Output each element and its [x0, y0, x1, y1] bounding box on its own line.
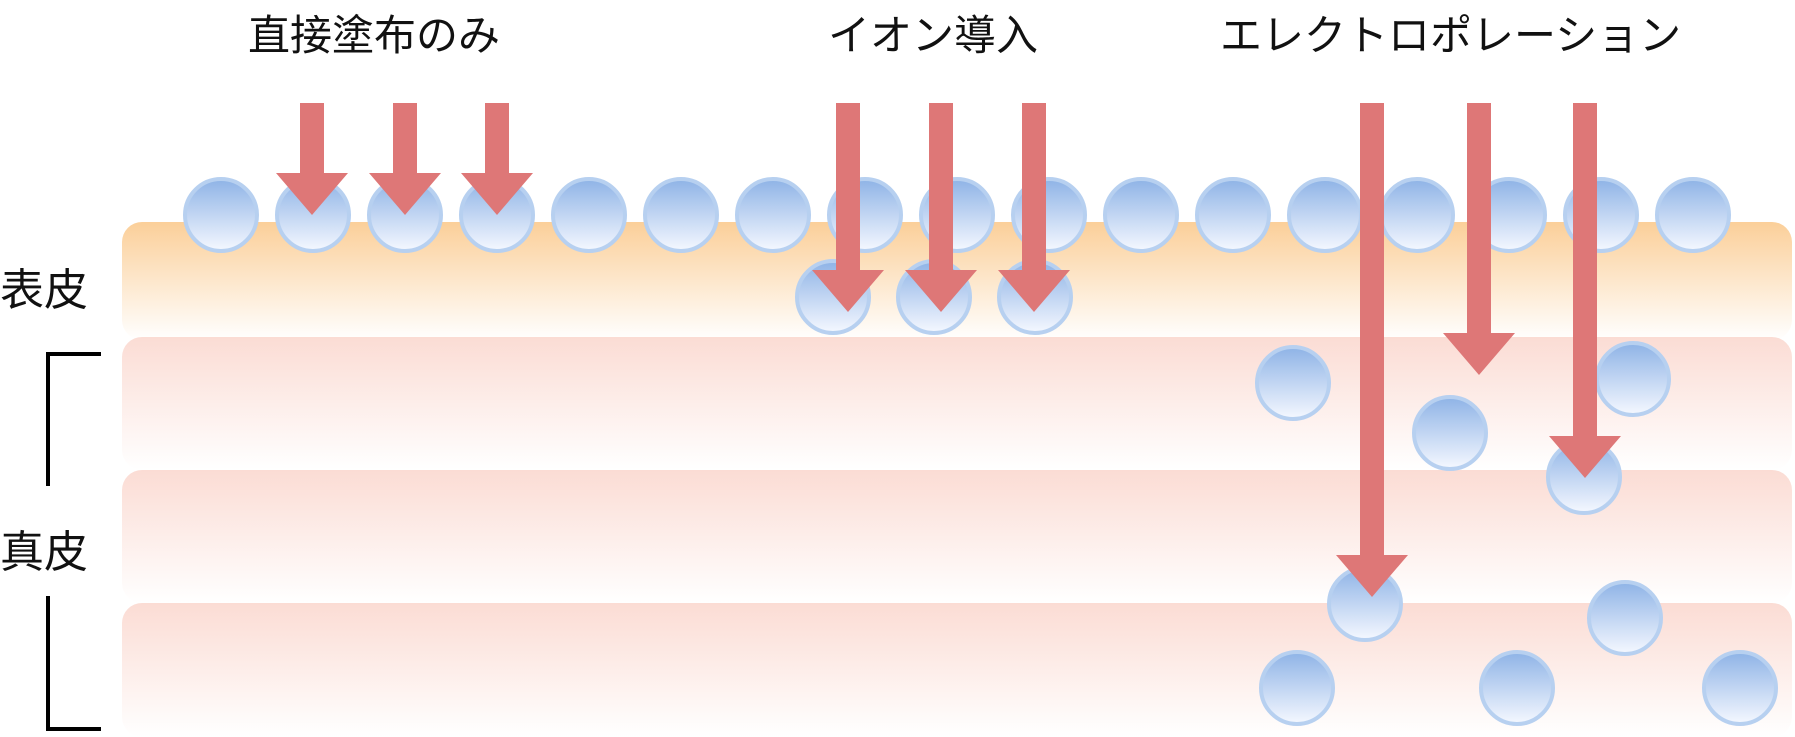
- arrow-6: [1336, 103, 1408, 597]
- molecule-13: [1379, 177, 1455, 253]
- dermis-layer-1: [122, 337, 1792, 470]
- molecule-21: [1412, 395, 1488, 471]
- molecule-11: [1195, 177, 1271, 253]
- molecule-5: [643, 177, 719, 253]
- title-direct-application: 直接塗布のみ: [248, 11, 501, 60]
- dermis-bracket-bottom: [46, 596, 101, 731]
- arrow-7: [1443, 103, 1515, 375]
- molecule-4: [551, 177, 627, 253]
- molecule-6: [735, 177, 811, 253]
- molecule-28: [1702, 650, 1778, 726]
- molecule-27: [1479, 650, 1555, 726]
- molecule-16: [1655, 177, 1731, 253]
- arrow-3: [812, 103, 884, 312]
- title-iontophoresis: イオン導入: [828, 11, 1039, 60]
- arrow-2: [461, 103, 533, 215]
- arrow-5: [998, 103, 1070, 312]
- arrow-1: [369, 103, 441, 215]
- dermis-bracket-top: [46, 352, 101, 486]
- molecule-10: [1103, 177, 1179, 253]
- arrow-4: [905, 103, 977, 312]
- molecule-26: [1259, 650, 1335, 726]
- title-electroporation: エレクトロポレーション: [1220, 11, 1682, 60]
- dermis-layer-2: [122, 470, 1792, 603]
- molecule-23: [1595, 341, 1671, 417]
- arrow-0: [276, 103, 348, 215]
- molecule-25: [1587, 580, 1663, 656]
- label-dermis: 真皮: [0, 527, 88, 578]
- label-epidermis: 表皮: [0, 265, 88, 316]
- arrow-group: [276, 103, 1621, 597]
- molecule-12: [1287, 177, 1363, 253]
- molecule-20: [1255, 345, 1331, 421]
- arrow-8: [1549, 103, 1621, 478]
- molecule-0: [183, 177, 259, 253]
